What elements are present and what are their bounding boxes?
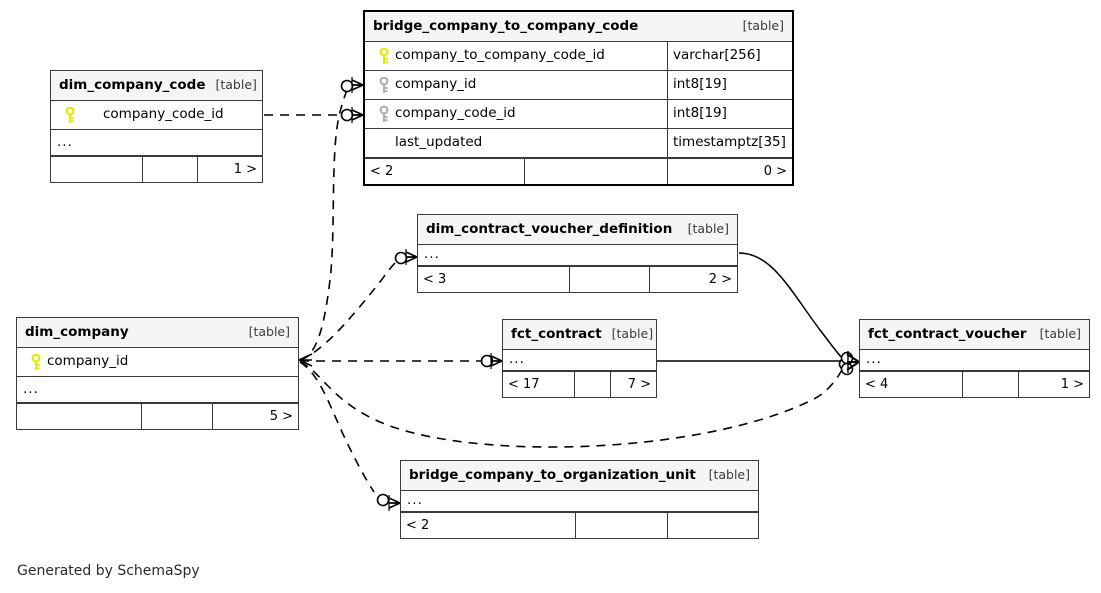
column-type: varchar[256] [667, 42, 792, 70]
more-columns-indicator: ... [418, 245, 737, 266]
table-dim-contract-voucher-definition[interactable]: dim_contract_voucher_definition [table] … [417, 214, 738, 293]
footer-child-count: 1 > [1060, 377, 1084, 392]
table-row[interactable]: company_id int8[19] [365, 71, 792, 100]
primary-key-icon [25, 353, 47, 371]
table-kind-label: [table] [708, 467, 750, 483]
more-columns-indicator: ... [401, 491, 758, 512]
more-columns-indicator: ... [17, 377, 298, 403]
table-fct-contract-voucher[interactable]: fct_contract_voucher [table] ... < 4 1 > [859, 319, 1090, 398]
table-row[interactable]: company_code_id [51, 101, 262, 130]
table-footer: < 2 [401, 512, 758, 538]
footer-middle [576, 513, 668, 538]
table-kind-label: [table] [687, 221, 729, 237]
table-row[interactable]: company_id [17, 348, 298, 377]
footer-middle [142, 404, 213, 429]
table-bridge-company-to-organization-unit[interactable]: bridge_company_to_organization_unit [tab… [400, 460, 759, 539]
footer-parent-count [51, 157, 143, 182]
more-columns-indicator: ... [503, 350, 656, 371]
table-row[interactable]: company_code_id int8[19] [365, 100, 792, 129]
table-title: dim_company_code [59, 76, 206, 93]
table-bridge-company-to-company-code[interactable]: bridge_company_to_company_code [table] c… [363, 10, 794, 186]
more-columns-indicator: ... [51, 130, 262, 156]
footer-parent-count: < 2 [365, 159, 526, 184]
footer-middle [570, 267, 650, 292]
table-fct-contract[interactable]: fct_contract [table] ... < 17 7 > [502, 319, 657, 398]
footer-middle [575, 372, 611, 397]
table-title: fct_contract_voucher [868, 325, 1027, 342]
edge-endpoint-dim-company [298, 353, 313, 367]
footer-child-count: 0 > [763, 164, 787, 179]
footer-middle [963, 372, 1019, 397]
footer-child-count: 7 > [627, 377, 651, 392]
foreign-key-icon [373, 76, 395, 94]
table-footer: < 2 0 > [365, 158, 792, 184]
table-row[interactable]: company_to_company_code_id varchar[256] [365, 42, 792, 71]
generated-by-credit: Generated by SchemaSpy [17, 563, 200, 579]
more-columns-indicator: ... [860, 350, 1089, 371]
footer-parent-count: < 2 [401, 513, 576, 538]
column-label: last_updated [395, 136, 483, 150]
column-label: company_id [395, 76, 477, 93]
column-name-cell: company_id [365, 76, 667, 94]
column-name-cell: company_id [17, 353, 298, 371]
table-header: bridge_company_to_organization_unit [tab… [401, 461, 758, 491]
footer-parent-count: < 4 [860, 372, 963, 397]
footer-middle [143, 157, 198, 182]
edge-dim-company-code-to-bridge [264, 107, 364, 123]
table-header: dim_contract_voucher_definition [table] [418, 215, 737, 245]
table-title: fct_contract [511, 325, 602, 342]
column-label: company_to_company_code_id [395, 47, 605, 64]
table-footer: < 4 1 > [860, 371, 1089, 397]
table-footer: < 3 2 > [418, 266, 737, 292]
column-name-cell: company_code_id [51, 106, 262, 124]
edge-fct-contract-to-fct-contract-voucher [657, 360, 854, 376]
column-name-cell: company_code_id [365, 105, 667, 123]
footer-parent-count: < 17 [503, 372, 575, 397]
table-kind-label: [table] [248, 324, 290, 340]
table-dim-company-code[interactable]: dim_company_code [table] company_code_id… [50, 70, 263, 183]
primary-key-icon [59, 106, 81, 124]
table-header: dim_company_code [table] [51, 71, 262, 101]
column-name-cell: company_to_company_code_id [365, 47, 667, 65]
footer-child-count: 2 > [708, 272, 732, 287]
column-label: company_code_id [103, 106, 224, 123]
table-kind-label: [table] [215, 77, 257, 93]
table-header: dim_company [table] [17, 318, 298, 348]
column-type: int8[19] [667, 71, 792, 99]
edge-dim-company-to-bridge-company-code [299, 77, 364, 361]
edge-dim-company-to-fct-contract [300, 353, 503, 369]
column-label: company_id [47, 353, 129, 370]
table-dim-company[interactable]: dim_company [table] company_id ... 5 [16, 317, 299, 430]
foreign-key-icon [373, 105, 395, 123]
footer-child-count: 1 > [233, 162, 257, 177]
edge-dim-company-to-bridge-organization-unit [299, 361, 401, 511]
table-header: bridge_company_to_company_code [table] [365, 12, 792, 42]
column-name-cell: last_updated [365, 136, 667, 150]
table-footer: 1 > [51, 156, 262, 182]
table-row[interactable]: last_updated timestamptz[35] [365, 129, 792, 158]
table-title: dim_company [25, 323, 129, 340]
column-label: company_code_id [395, 105, 516, 122]
table-footer: < 17 7 > [503, 371, 656, 397]
column-type: timestamptz[35] [667, 129, 792, 157]
table-title: bridge_company_to_company_code [373, 17, 639, 34]
table-header: fct_contract [table] [503, 320, 656, 350]
edge-voucher-definition-to-fct-contract-voucher [738, 252, 854, 365]
edge-dim-company-to-voucher-definition [299, 249, 418, 361]
primary-key-icon [373, 47, 395, 65]
footer-child-count [668, 513, 758, 538]
table-title: bridge_company_to_organization_unit [409, 466, 696, 483]
table-kind-label: [table] [742, 18, 784, 34]
table-header: fct_contract_voucher [table] [860, 320, 1089, 350]
footer-middle [525, 159, 669, 184]
table-footer: 5 > [17, 403, 298, 429]
table-kind-label: [table] [611, 326, 654, 342]
table-title: dim_contract_voucher_definition [426, 220, 673, 237]
table-kind-label: [table] [1039, 326, 1081, 342]
edge-endpoint-fct-contract-voucher [846, 351, 860, 373]
footer-parent-count [17, 404, 142, 429]
column-type: int8[19] [667, 100, 792, 128]
footer-child-count: 5 > [269, 409, 293, 424]
footer-parent-count: < 3 [418, 267, 570, 292]
